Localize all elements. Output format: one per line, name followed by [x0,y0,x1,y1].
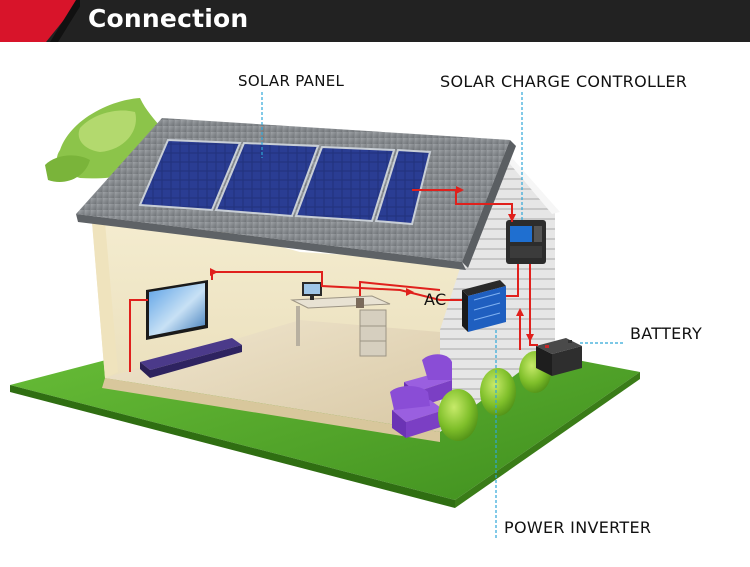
solar-panels [138,138,432,226]
solar-panel-3 [294,145,396,223]
label-power-inverter: POWER INVERTER [504,518,652,537]
bushes [438,351,551,441]
solar-panel-2 [214,141,320,218]
gable-trim [505,150,560,214]
lawn-edge-left [10,385,455,508]
power-inverter [462,280,506,332]
label-ac: AC [424,290,447,309]
floor-edge [102,378,440,442]
label-solar-panel: SOLAR PANEL [238,72,345,90]
lawn-edge-right [455,372,640,508]
desk [290,282,391,357]
battery [536,338,582,376]
solar-panel-4 [374,148,432,226]
page-title: Connection [88,4,249,33]
floor [105,320,440,432]
label-battery: BATTERY [630,324,703,343]
header-bar: Connection [0,0,750,42]
roof-edge [76,214,466,270]
television [146,280,208,340]
charge-controller [506,220,546,264]
label-charge-controller: SOLAR CHARGE CONTROLLER [440,72,688,91]
wire-arrows [210,186,534,342]
solar-panel-1 [138,138,242,212]
tv-cabinet [140,338,242,378]
armchair-front [390,386,444,438]
front-wall-edge [92,222,118,378]
leader-lines [261,92,625,538]
